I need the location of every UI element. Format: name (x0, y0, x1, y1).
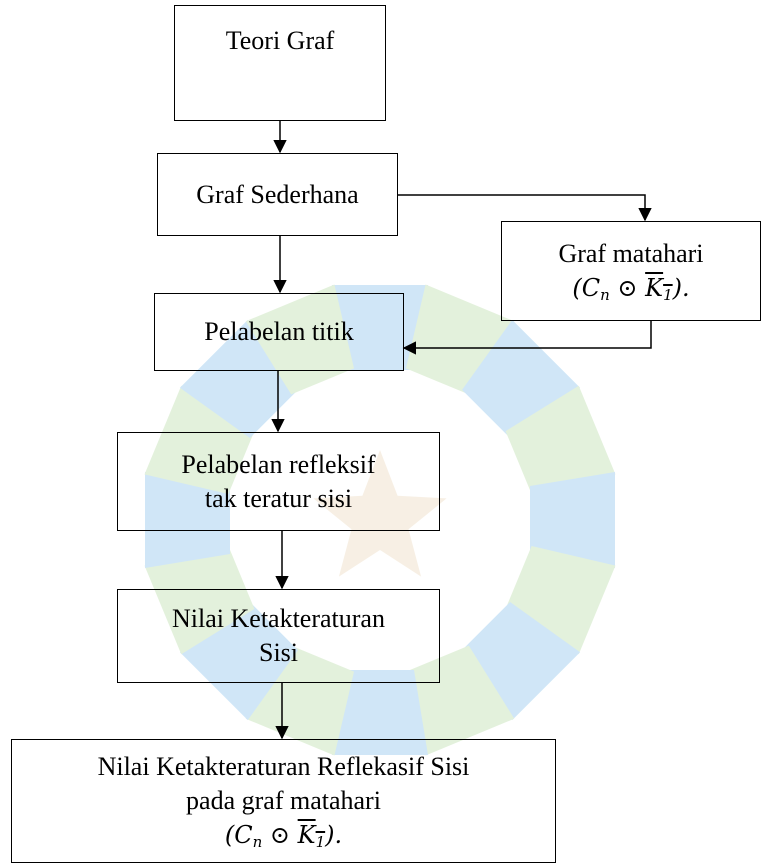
arrow-sederhana-to-matahari (398, 194, 652, 222)
nilai-ketakteraturan-line1: Nilai Ketakteraturan (172, 604, 385, 633)
watermark-petal (145, 472, 230, 568)
pelabelan-refleksif-line1: Pelabelan refleksif (181, 449, 376, 479)
box-nilai-ketakteraturan: Nilai Ketakteraturan Sisi (117, 589, 440, 683)
watermark-petal (245, 645, 355, 756)
watermark-petal (505, 385, 616, 495)
watermark-petal (530, 472, 615, 568)
watermark-petal (332, 670, 428, 755)
graf-matahari-formula: (Cn ⊙ K1). (572, 274, 690, 304)
box-teori-graf: Teori Graf (174, 5, 386, 121)
teori-graf-label: Teori Graf (225, 26, 335, 55)
box-pelabelan-refleksif: Pelabelan refleksif tak teratur sisi (117, 432, 440, 531)
watermark-petal (179, 602, 298, 721)
box-graf-sederhana: Graf Sederhana (157, 153, 398, 236)
watermark-petal (405, 284, 515, 395)
watermark-petal (144, 545, 255, 655)
watermark-petal (462, 602, 581, 721)
graf-matahari-label: Graf matahari (558, 239, 704, 268)
nilai-refleksif-line2: pada graf matahari (Cn ⊙ K1). (186, 786, 381, 851)
watermark-petal (505, 545, 616, 655)
pelabelan-refleksif-line2: tak teratur sisi (204, 483, 353, 513)
watermark-petal (245, 284, 355, 395)
graf-sederhana-label: Graf Sederhana (196, 179, 359, 209)
box-pelabelan-titik: Pelabelan titik (154, 293, 404, 371)
watermark-petal (462, 319, 581, 438)
nilai-ketakteraturan-line2: Sisi (258, 638, 299, 667)
arrow-matahari-to-titik (402, 321, 652, 355)
watermark-star (313, 450, 447, 577)
box-nilai-refleksif: Nilai Ketakteraturan Reflekasif Sisi pad… (11, 739, 556, 863)
watermark-petal (144, 385, 255, 495)
watermark-petal (179, 319, 298, 438)
box-graf-matahari: Graf matahari (Cn ⊙ K1). (501, 221, 761, 321)
pelabelan-titik-label: Pelabelan titik (204, 317, 354, 346)
nilai-refleksif-line1: Nilai Ketakteraturan Reflekasif Sisi (97, 752, 470, 781)
watermark-petal (405, 645, 515, 756)
